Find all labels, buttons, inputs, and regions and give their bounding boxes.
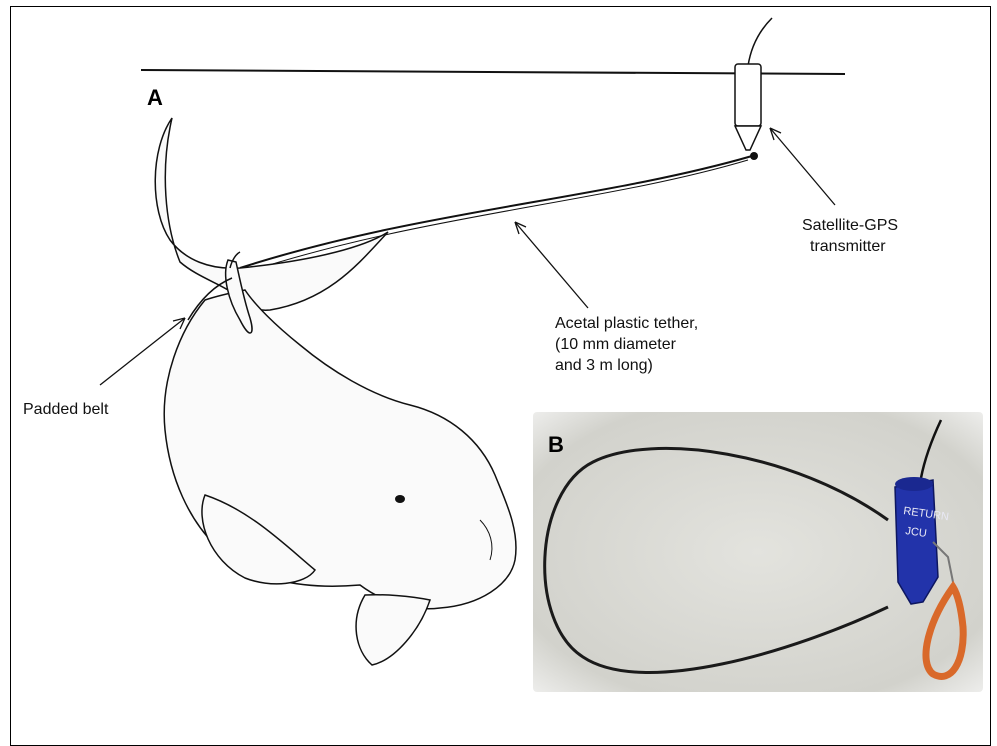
dugong-drawing	[155, 118, 516, 665]
transmitter-label: Satellite-GPS transmitter	[802, 215, 898, 257]
belt-label: Padded belt	[23, 399, 108, 420]
photo-svg: RETURN JCU	[533, 412, 983, 692]
arrow-tether	[515, 222, 588, 308]
tether-label-line: and 3 m long)	[555, 355, 698, 376]
arrow-transmitter	[770, 128, 835, 205]
transmitter-label-line: Satellite-GPS	[802, 215, 898, 236]
transmitter-antenna	[748, 18, 772, 66]
panel-b-photo: RETURN JCU	[533, 412, 983, 692]
blue-transmitter	[895, 477, 938, 604]
transmitter-label-line: transmitter	[802, 236, 898, 257]
gps-transmitter-drawing	[735, 64, 761, 160]
panel-b-letter: B	[548, 432, 564, 458]
tether-label-line: (10 mm diameter	[555, 334, 698, 355]
panel-a-letter: A	[147, 85, 163, 111]
tether-label-line: Acetal plastic tether,	[555, 313, 698, 334]
tether-label: Acetal plastic tether, (10 mm diameter a…	[555, 313, 698, 376]
